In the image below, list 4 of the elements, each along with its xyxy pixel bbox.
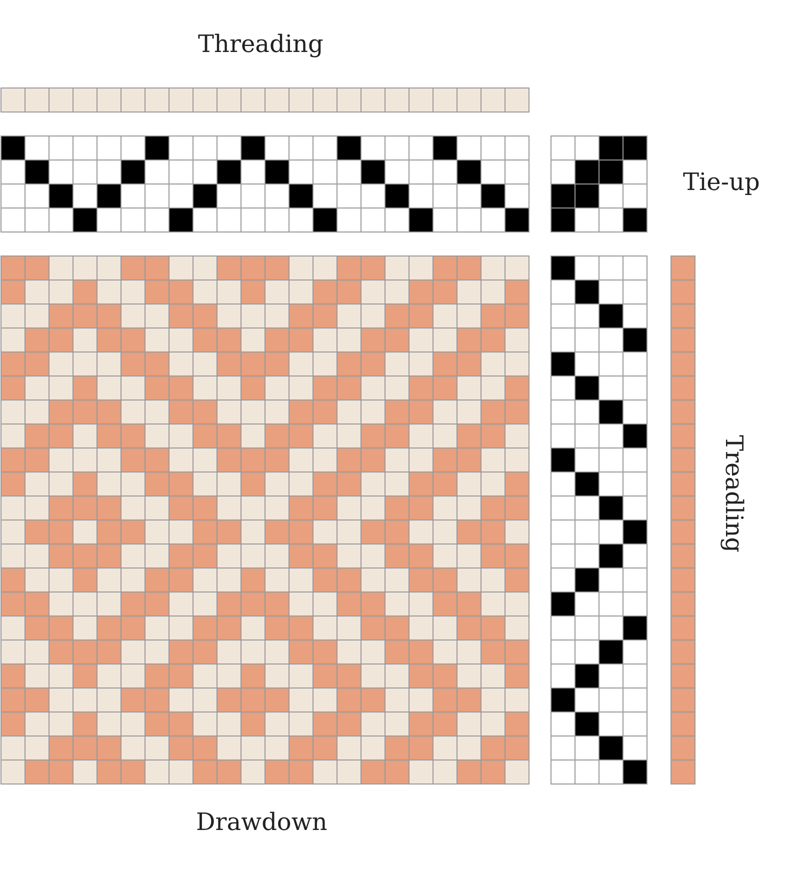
section-label: Treadling [720, 435, 748, 553]
section-label: Drawdown [196, 808, 328, 836]
section-label: Tie-up [683, 168, 760, 196]
section-label: Threading [198, 30, 324, 58]
